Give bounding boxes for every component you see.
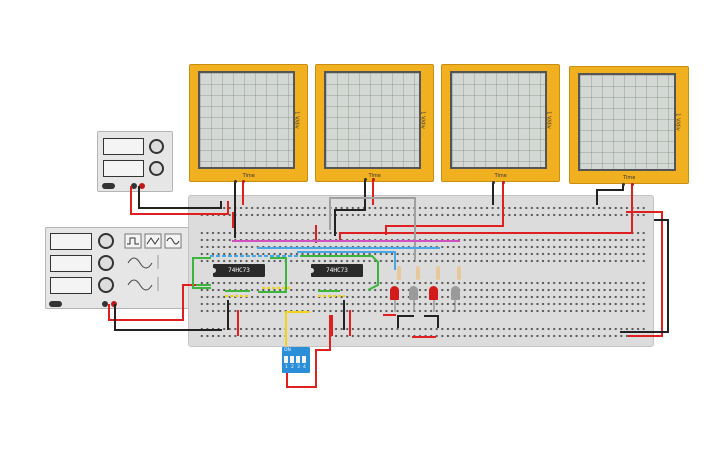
wire-gray: [329, 197, 416, 260]
resistor-2[interactable]: [416, 266, 420, 280]
wire-red: [339, 185, 633, 240]
led-red-2[interactable]: [429, 286, 438, 300]
oscilloscope-x-label: Time: [494, 173, 507, 179]
resistor-4[interactable]: [457, 266, 461, 280]
wire-black: [334, 180, 366, 236]
wire-black: [620, 219, 669, 333]
wire-red: [286, 315, 331, 388]
dip-switch-number: 1: [285, 365, 288, 370]
oscilloscope-x-label: Time: [242, 173, 255, 179]
dip-switch-toggle-2[interactable]: [290, 356, 294, 363]
waveform-selector[interactable]: [124, 233, 186, 293]
offset-display: [50, 277, 92, 294]
terminal-strip-row: [199, 252, 645, 256]
positive-terminal-icon[interactable]: [139, 183, 145, 189]
square-wave-icon: [127, 237, 139, 245]
oscilloscope-screen: [198, 71, 295, 169]
power-supply[interactable]: [97, 131, 173, 192]
frequency-knob[interactable]: [98, 233, 114, 249]
oscilloscope-screen: [578, 73, 676, 171]
resistor-1[interactable]: [397, 266, 401, 280]
flip-flop-chip-1[interactable]: 74HC73: [213, 264, 265, 277]
wire-black: [596, 185, 624, 205]
current-knob[interactable]: [149, 161, 164, 176]
oscilloscope-4[interactable]: 1 V/div Time: [569, 66, 689, 184]
blue-wires: [210, 247, 440, 270]
scope-2-terminal-icon[interactable]: [364, 178, 367, 181]
oscilloscope-x-label: Time: [368, 173, 381, 179]
dip-switch-toggle-1[interactable]: [284, 356, 288, 363]
wire-yellow: [285, 311, 310, 346]
wire-red: [385, 183, 504, 235]
power-rail-bottom-1: [199, 327, 645, 331]
voltage-display: [103, 138, 144, 155]
scope-4-terminal-icon[interactable]: [631, 183, 634, 186]
frequency-display: [50, 233, 92, 250]
scope-1-terminal-icon[interactable]: [234, 180, 237, 183]
dip-switch-number: 3: [297, 365, 300, 370]
scope-1-terminal-icon[interactable]: [242, 180, 245, 183]
offset-wave-icon: [127, 279, 153, 291]
terminal-strip-row: [199, 309, 645, 313]
wire-red: [130, 186, 229, 215]
amplitude-display: [50, 255, 92, 272]
wire-black: [397, 315, 414, 328]
led-red-1[interactable]: [390, 286, 399, 300]
led-leads: [394, 300, 456, 312]
oscilloscope-3[interactable]: 1 V/div Time: [441, 64, 560, 182]
dip-switch-title: ON: [284, 348, 291, 353]
wire-green: [192, 257, 211, 289]
red-wires: [108, 180, 663, 388]
dip-switch-number: 4: [303, 365, 306, 370]
led-gray-2[interactable]: [451, 286, 460, 300]
scope-3-terminal-icon[interactable]: [502, 181, 505, 184]
scope-2-terminal-icon[interactable]: [372, 178, 375, 181]
dip-switch[interactable]: ON 1 2 3 4: [282, 347, 310, 373]
negative-terminal-icon[interactable]: [131, 183, 137, 189]
terminal-strip-row: [199, 259, 645, 263]
sine-wave-icon: [166, 237, 180, 245]
power-switch[interactable]: [102, 183, 115, 189]
function-generator[interactable]: [45, 227, 189, 309]
breadboard[interactable]: [188, 195, 654, 347]
terminal-strip-row: [199, 281, 645, 285]
wire-black: [138, 186, 222, 209]
green-wires: [192, 255, 379, 293]
generator-power-switch[interactable]: [49, 301, 62, 307]
oscilloscope-screen: [324, 71, 421, 169]
oscilloscope-x-label: Time: [623, 175, 636, 181]
triangle-wave-icon: [146, 237, 160, 245]
wire-blue: [297, 251, 396, 270]
wire-green: [258, 257, 287, 293]
flip-flop-chip-2[interactable]: 74HC73: [311, 264, 363, 277]
led-gray-1[interactable]: [409, 286, 418, 300]
dip-switch-number: 2: [291, 365, 294, 370]
terminal-strip-row: [199, 295, 645, 299]
scope-3-terminal-icon[interactable]: [492, 181, 495, 184]
black-wires: [114, 180, 669, 333]
wire-green: [300, 255, 379, 291]
oscilloscope-2[interactable]: 1 V/div Time: [315, 64, 434, 182]
wire-black: [424, 315, 439, 328]
wire-red: [626, 211, 663, 337]
dip-switch-toggle-4[interactable]: [302, 356, 306, 363]
amplitude-knob[interactable]: [98, 255, 114, 271]
terminal-strip-row: [199, 288, 645, 292]
current-display: [103, 160, 144, 177]
terminal-strip-row: [199, 302, 645, 306]
oscilloscope-1[interactable]: 1 V/div Time: [189, 64, 308, 182]
scope-4-terminal-icon[interactable]: [622, 183, 625, 186]
amplitude-wave-icon: [127, 257, 153, 269]
resistor-3[interactable]: [436, 266, 440, 280]
wire-red: [108, 284, 203, 321]
oscilloscope-screen: [450, 71, 547, 169]
dip-switch-toggle-3[interactable]: [296, 356, 300, 363]
voltage-knob[interactable]: [149, 139, 164, 154]
offset-knob[interactable]: [98, 277, 114, 293]
power-rail-top-2: [199, 213, 645, 217]
wire-black: [114, 304, 222, 331]
generator-negative-terminal-icon[interactable]: [102, 301, 108, 307]
power-rail-top-1: [199, 206, 645, 210]
